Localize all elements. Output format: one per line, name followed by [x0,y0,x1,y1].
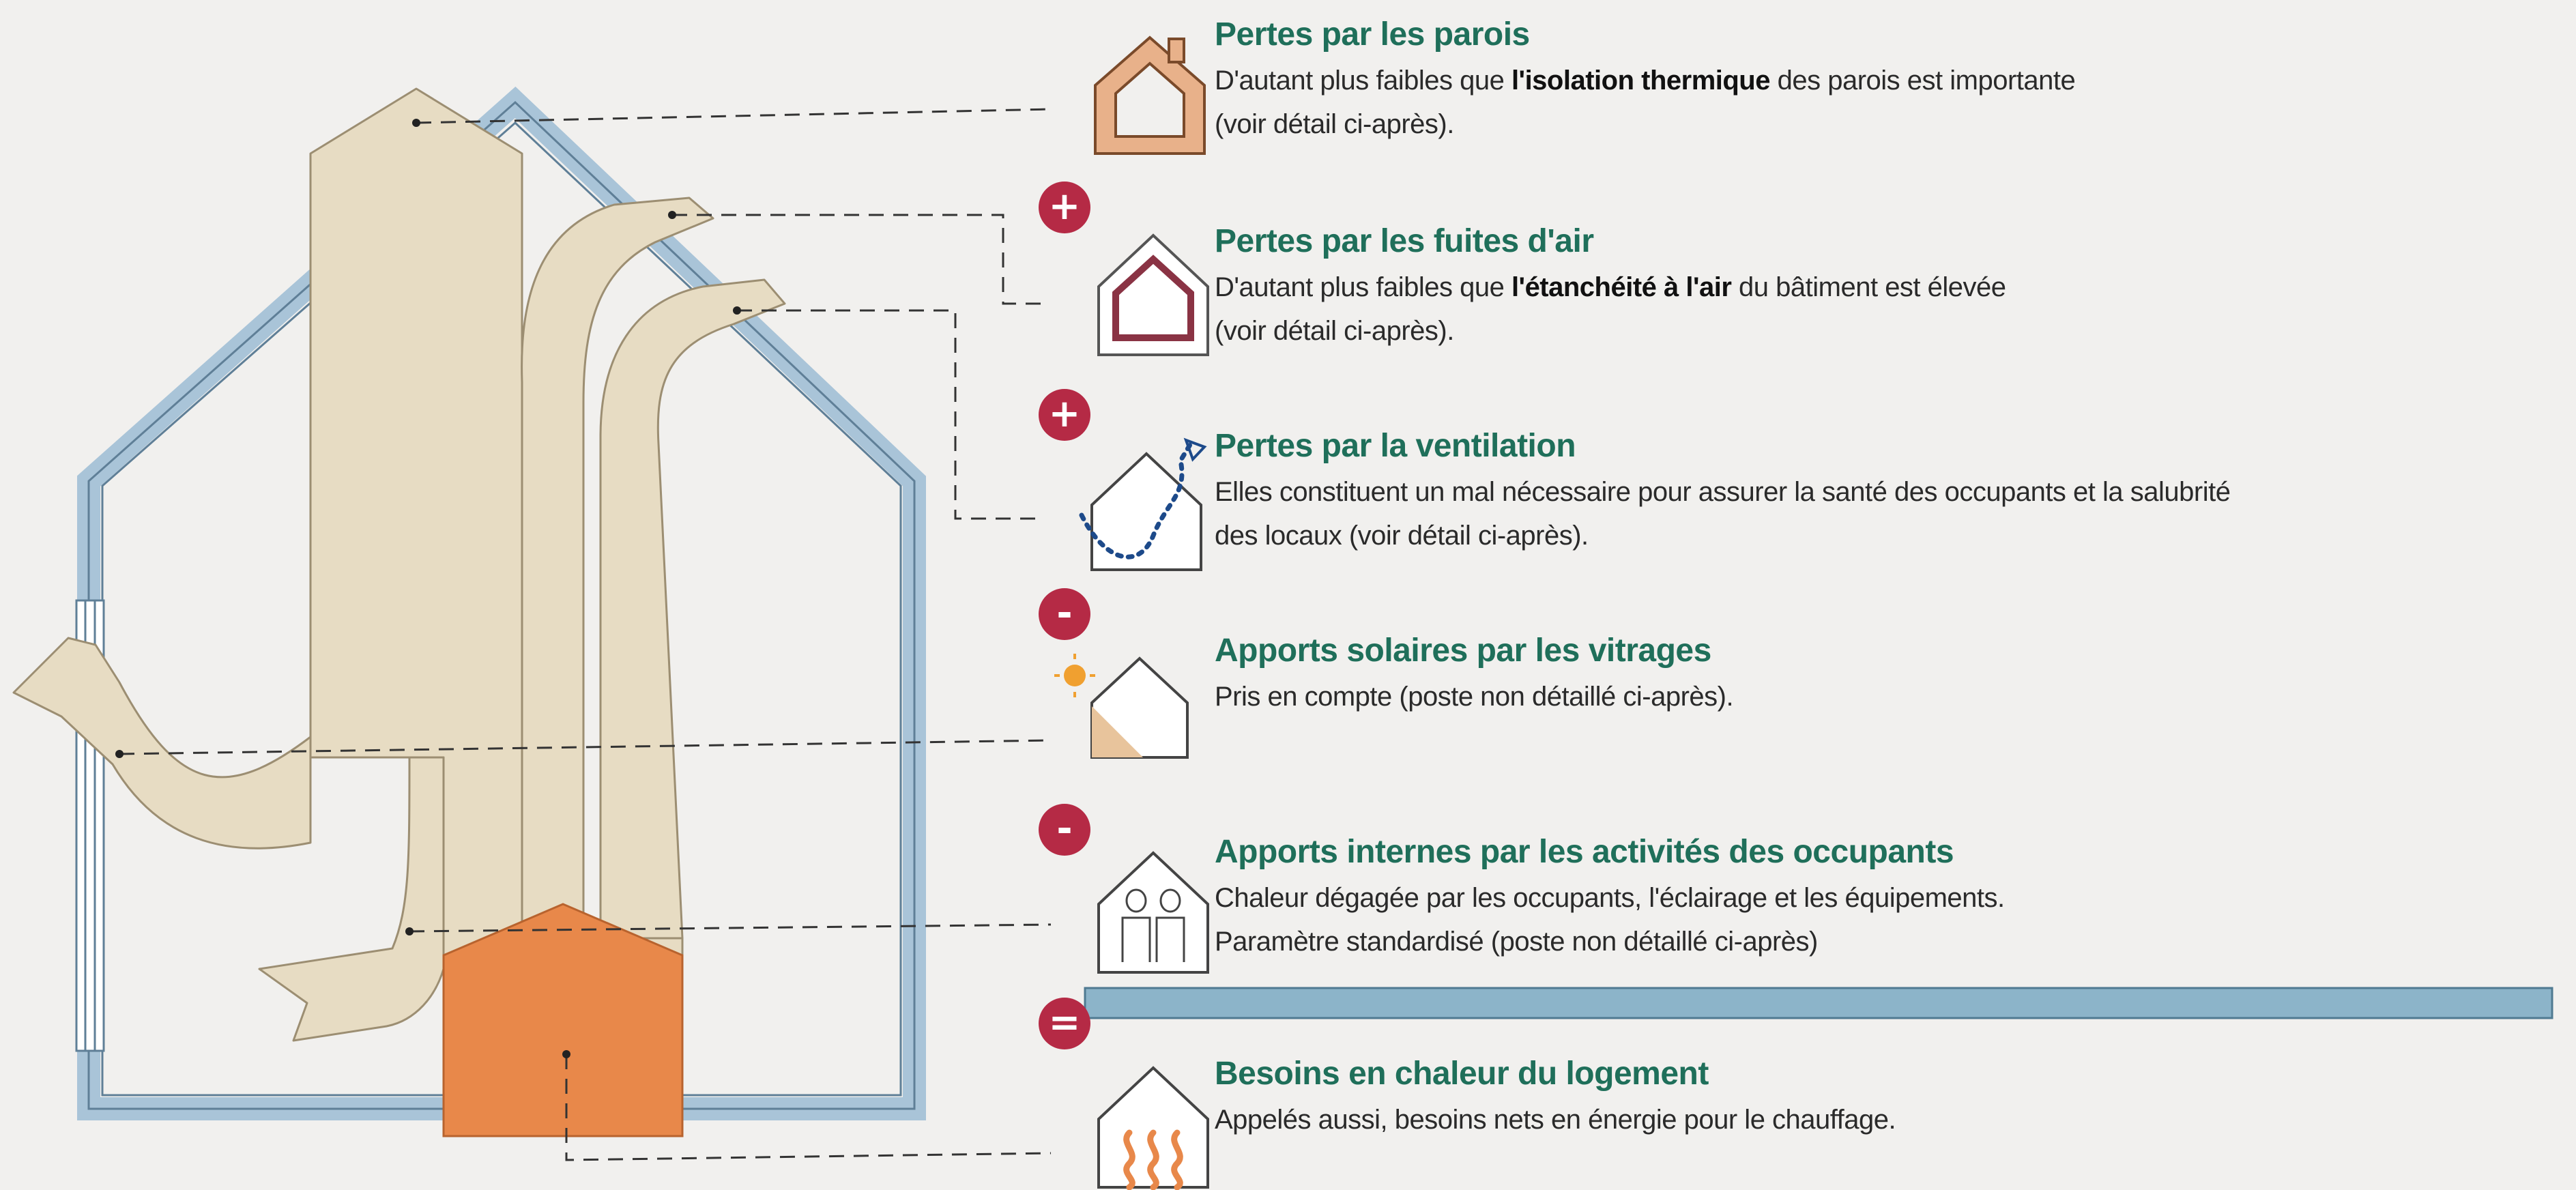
solar-gain-flow [12,637,312,850]
entry-title: Pertes par les parois [1215,16,1530,53]
entry-solar-gains: Apports solaires par les vitrages Pris e… [1215,631,2511,719]
equals-operator: = [1039,998,1090,1049]
entry-description: Chaleur dégagée par les occupants, l'écl… [1215,883,2005,957]
house-airtight-icon [1097,233,1209,356]
house-walls-icon [1094,35,1206,155]
plus-operator-1: + [1039,182,1090,233]
entry-heating-needs: Besoins en chaleur du logement Appelés a… [1215,1054,2511,1142]
ventilation-flow [599,278,786,940]
house-heating-icon [1097,1066,1209,1190]
entry-title: Apports solaires par les vitrages [1215,633,1711,669]
minus-operator-2: - [1039,804,1090,856]
entry-description: Appelés aussi, besoins nets en énergie p… [1215,1105,1896,1135]
air-leak-flow [521,197,714,940]
entry-internal-gains: Apports internes par les activités des o… [1215,832,2511,963]
internal-gain-flow [258,756,445,1042]
plus-operator-2: + [1039,389,1090,441]
entry-description: D'autant plus faibles que l'isolation th… [1215,66,2076,139]
heating-needs-block [442,903,684,1137]
leader-lines [119,108,1052,1161]
entry-title: Besoins en chaleur du logement [1215,1056,1709,1092]
minus-operator-1: - [1039,588,1090,640]
heat-flows [12,87,786,1137]
house-ventilation-icon [1079,437,1207,571]
entry-description: Elles constituent un mal nécessaire pour… [1215,477,2231,551]
entry-title: Pertes par les fuites d'air [1215,223,1594,259]
entry-title: Apports internes par les activités des o… [1215,834,1954,870]
leader-dots [115,119,741,1058]
entry-air-leak-losses: Pertes par les fuites d'air D'autant plu… [1215,222,2511,353]
house-sun-icon [1054,654,1189,759]
entry-wall-losses: Pertes par les parois D'autant plus faib… [1215,15,2511,146]
entry-description: D'autant plus faibles que l'étanchéité à… [1215,272,2006,346]
entry-ventilation-losses: Pertes par la ventilation Elles constitu… [1215,426,2511,557]
house-occupants-icon [1097,851,1209,974]
entry-title: Pertes par la ventilation [1215,428,1576,464]
entry-description: Pris en compte (poste non détaillé ci-ap… [1215,682,1734,712]
equals-bar [1084,987,2553,1019]
